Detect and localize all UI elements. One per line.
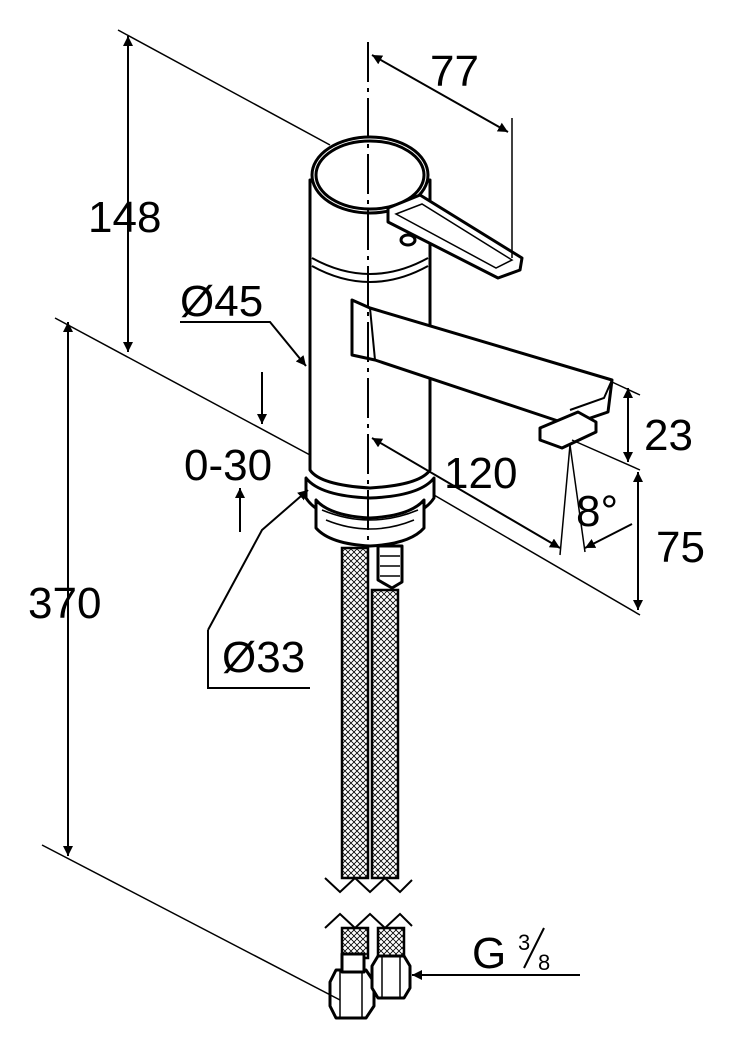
dimension-lines [63, 36, 643, 980]
thread-size-label: G 3 8 [472, 927, 550, 978]
dim-spout-height: 23 [644, 411, 693, 460]
extension-lines [41, 29, 641, 1001]
dim-total-height: 370 [28, 579, 101, 628]
thread-numerator: 3 [518, 930, 530, 955]
dim-angle: 8° [576, 487, 618, 536]
dim-body-diameter: Ø45 [180, 277, 263, 326]
dim-spout-length: 120 [444, 449, 517, 498]
hose-connection-nuts [328, 952, 412, 1020]
dim-base-diameter: Ø33 [222, 633, 305, 682]
faucet-body [304, 135, 614, 590]
dim-adjust-range: 0-30 [184, 441, 272, 490]
thread-prefix: G [472, 929, 506, 978]
dim-spout-clearance: 75 [656, 523, 705, 572]
dim-height-top: 148 [88, 193, 161, 242]
supply-hoses [324, 546, 413, 960]
dim-reach: 77 [430, 47, 479, 96]
thread-denominator: 8 [538, 950, 550, 975]
